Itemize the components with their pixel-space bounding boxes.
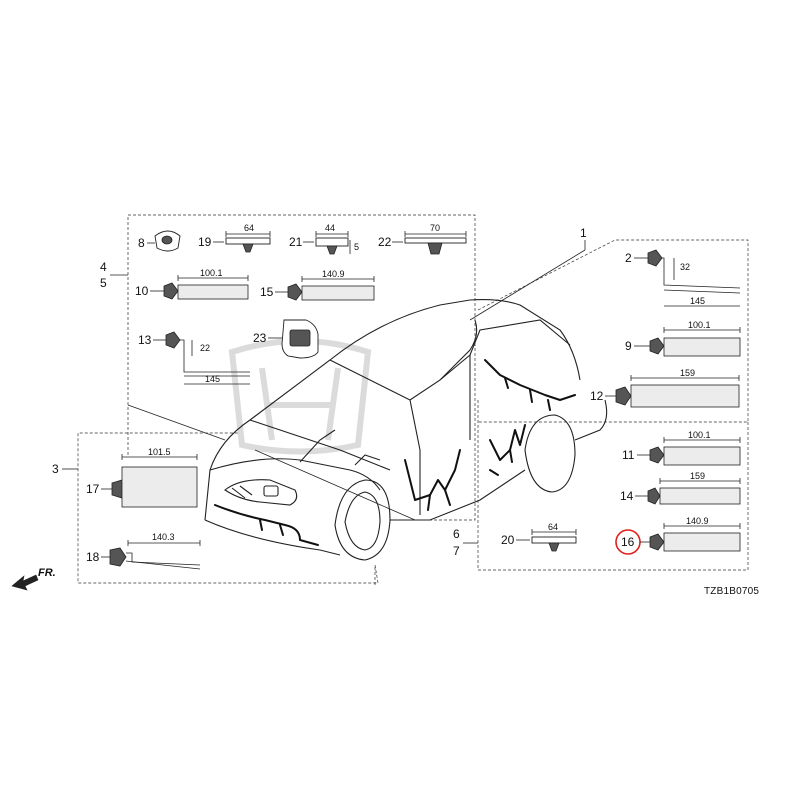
callout-14: 14 bbox=[620, 489, 634, 503]
callout-23: 23 bbox=[253, 331, 267, 345]
dim-2-length: 145 bbox=[690, 296, 705, 306]
part-23: 23 bbox=[253, 319, 319, 359]
dim-21-height: 5 bbox=[354, 242, 359, 252]
callout-10: 10 bbox=[135, 284, 149, 298]
dim-14: 159 bbox=[690, 471, 705, 481]
callout-15: 15 bbox=[260, 285, 274, 299]
part-18: 18 140.3 bbox=[86, 532, 201, 570]
callout-13: 13 bbox=[138, 333, 152, 347]
diagram-code: TZB1B0705 bbox=[704, 586, 759, 597]
callout-18: 18 bbox=[86, 550, 100, 564]
dim-17: 101.5 bbox=[148, 447, 171, 457]
dim-10: 100.1 bbox=[200, 268, 223, 278]
dim-21-width: 44 bbox=[325, 223, 335, 233]
part-20: 20 64 bbox=[501, 522, 577, 552]
callout-19: 19 bbox=[198, 235, 212, 249]
callout-12: 12 bbox=[590, 389, 604, 403]
callout-17: 17 bbox=[86, 482, 100, 496]
part-16[interactable]: 16 140.9 bbox=[615, 516, 741, 555]
callout-16[interactable]: 16 bbox=[621, 535, 635, 549]
dim-22: 70 bbox=[430, 223, 440, 233]
part-22: 22 70 bbox=[378, 223, 467, 255]
part-13: 13 22 145 bbox=[138, 331, 250, 385]
callout-21: 21 bbox=[289, 235, 303, 249]
front-direction-indicator: FR. bbox=[11, 567, 56, 591]
dim-9: 100.1 bbox=[688, 320, 711, 330]
callout-4: 4 bbox=[100, 260, 107, 274]
callout-6: 6 bbox=[453, 527, 460, 541]
dim-11: 100.1 bbox=[688, 430, 711, 440]
front-label: FR. bbox=[38, 567, 56, 579]
dim-12: 159 bbox=[680, 368, 695, 378]
dim-18: 140.3 bbox=[152, 532, 175, 542]
callout-1: 1 bbox=[580, 226, 587, 240]
dim-13-length: 145 bbox=[205, 374, 220, 384]
part-15: 15 140.9 bbox=[260, 269, 375, 301]
car-outline bbox=[204, 299, 608, 561]
group-box-1 bbox=[477, 239, 749, 423]
part-10: 10 100.1 bbox=[135, 268, 249, 300]
callout-9: 9 bbox=[625, 339, 632, 353]
group-box-3 bbox=[77, 432, 379, 585]
group-box-4-5 bbox=[127, 214, 476, 521]
callout-2: 2 bbox=[625, 251, 632, 265]
dim-20: 64 bbox=[548, 522, 558, 532]
callout-11: 11 bbox=[622, 448, 635, 462]
dim-13-height: 22 bbox=[200, 343, 210, 353]
callout-3: 3 bbox=[52, 462, 59, 476]
part-2: 2 32 145 bbox=[625, 249, 741, 307]
part-14: 14 159 bbox=[620, 471, 741, 505]
part-17: 17 101.5 bbox=[86, 447, 198, 508]
dim-19: 64 bbox=[244, 223, 254, 233]
group-labels: 4 5 3 1 6 7 bbox=[52, 226, 587, 558]
dim-16: 140.9 bbox=[686, 516, 709, 526]
front-arrow-icon bbox=[11, 574, 39, 591]
leader-lines bbox=[127, 249, 586, 521]
group-box-6-7 bbox=[477, 400, 749, 571]
watermark-logo bbox=[228, 338, 372, 455]
callout-20: 20 bbox=[501, 533, 515, 547]
part-9: 9 100.1 bbox=[625, 320, 741, 357]
callout-5: 5 bbox=[100, 276, 107, 290]
callout-7: 7 bbox=[453, 544, 460, 558]
part-19: 19 64 bbox=[198, 223, 271, 253]
wire-harnesses bbox=[214, 359, 576, 546]
part-11: 11 100.1 bbox=[622, 430, 741, 466]
dim-2-height: 32 bbox=[680, 262, 690, 272]
part-12: 12 159 bbox=[590, 368, 740, 408]
part-8: 8 bbox=[138, 230, 181, 252]
dim-15: 140.9 bbox=[322, 269, 345, 279]
part-21: 21 44 5 bbox=[289, 223, 359, 255]
callout-22: 22 bbox=[378, 235, 392, 249]
callout-8: 8 bbox=[138, 236, 145, 250]
